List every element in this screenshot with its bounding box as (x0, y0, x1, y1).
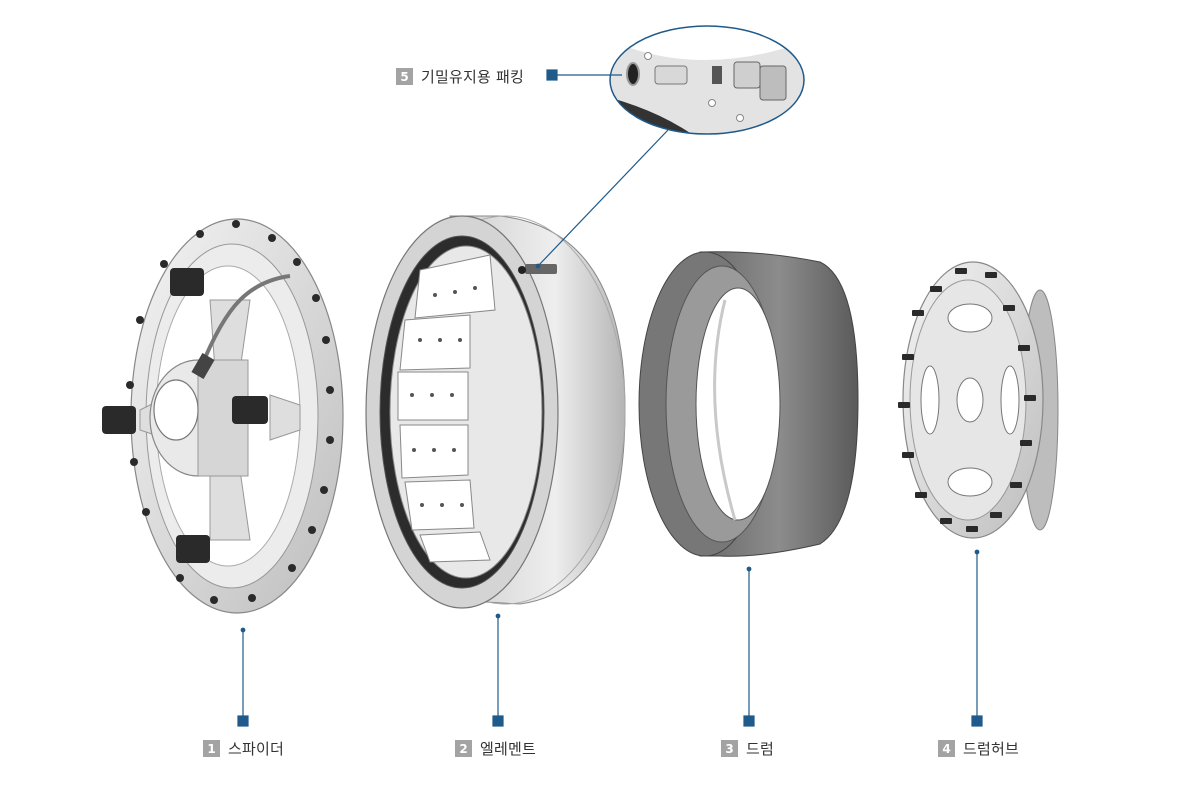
leader-marker-1 (237, 715, 249, 727)
leader-line-5-zoom (537, 129, 669, 267)
leader-dot-2 (495, 613, 501, 619)
leader-dot-4 (974, 549, 980, 555)
part-name-4: 드럼허브 (963, 740, 1020, 758)
leader-marker-2 (492, 715, 504, 727)
leader-marker-4 (971, 715, 983, 727)
part-number-1: 1 (203, 740, 220, 757)
drum-hub-part (898, 261, 1059, 539)
part-name-2: 엘레멘트 (480, 740, 537, 758)
leader-dot-3 (746, 566, 752, 572)
part-number-2: 2 (455, 740, 472, 757)
part-number-4: 4 (938, 740, 955, 757)
part-label-4: 4 드럼허브 (938, 738, 1019, 759)
part-label-3: 3 드럼 (721, 738, 774, 759)
part-name-5: 기밀유지용 패킹 (421, 68, 524, 86)
part-label-2: 2 엘레멘트 (455, 738, 536, 759)
leader-marker-5 (546, 69, 558, 81)
part-label-5: 5 기밀유지용 패킹 (396, 66, 524, 87)
element-part (365, 215, 626, 609)
drum-part (638, 251, 859, 557)
zoom-detail-bubble (609, 25, 805, 135)
part-number-3: 3 (721, 740, 738, 757)
part-name-1: 스파이더 (228, 740, 285, 758)
spider-part (102, 218, 344, 614)
leader-dot-5 (535, 263, 541, 269)
leader-dot-1 (240, 627, 246, 633)
leader-lines (237, 69, 983, 727)
part-name-3: 드럼 (746, 740, 775, 758)
part-label-1: 1 스파이더 (203, 738, 284, 759)
leader-marker-3 (743, 715, 755, 727)
part-number-5: 5 (396, 68, 413, 85)
